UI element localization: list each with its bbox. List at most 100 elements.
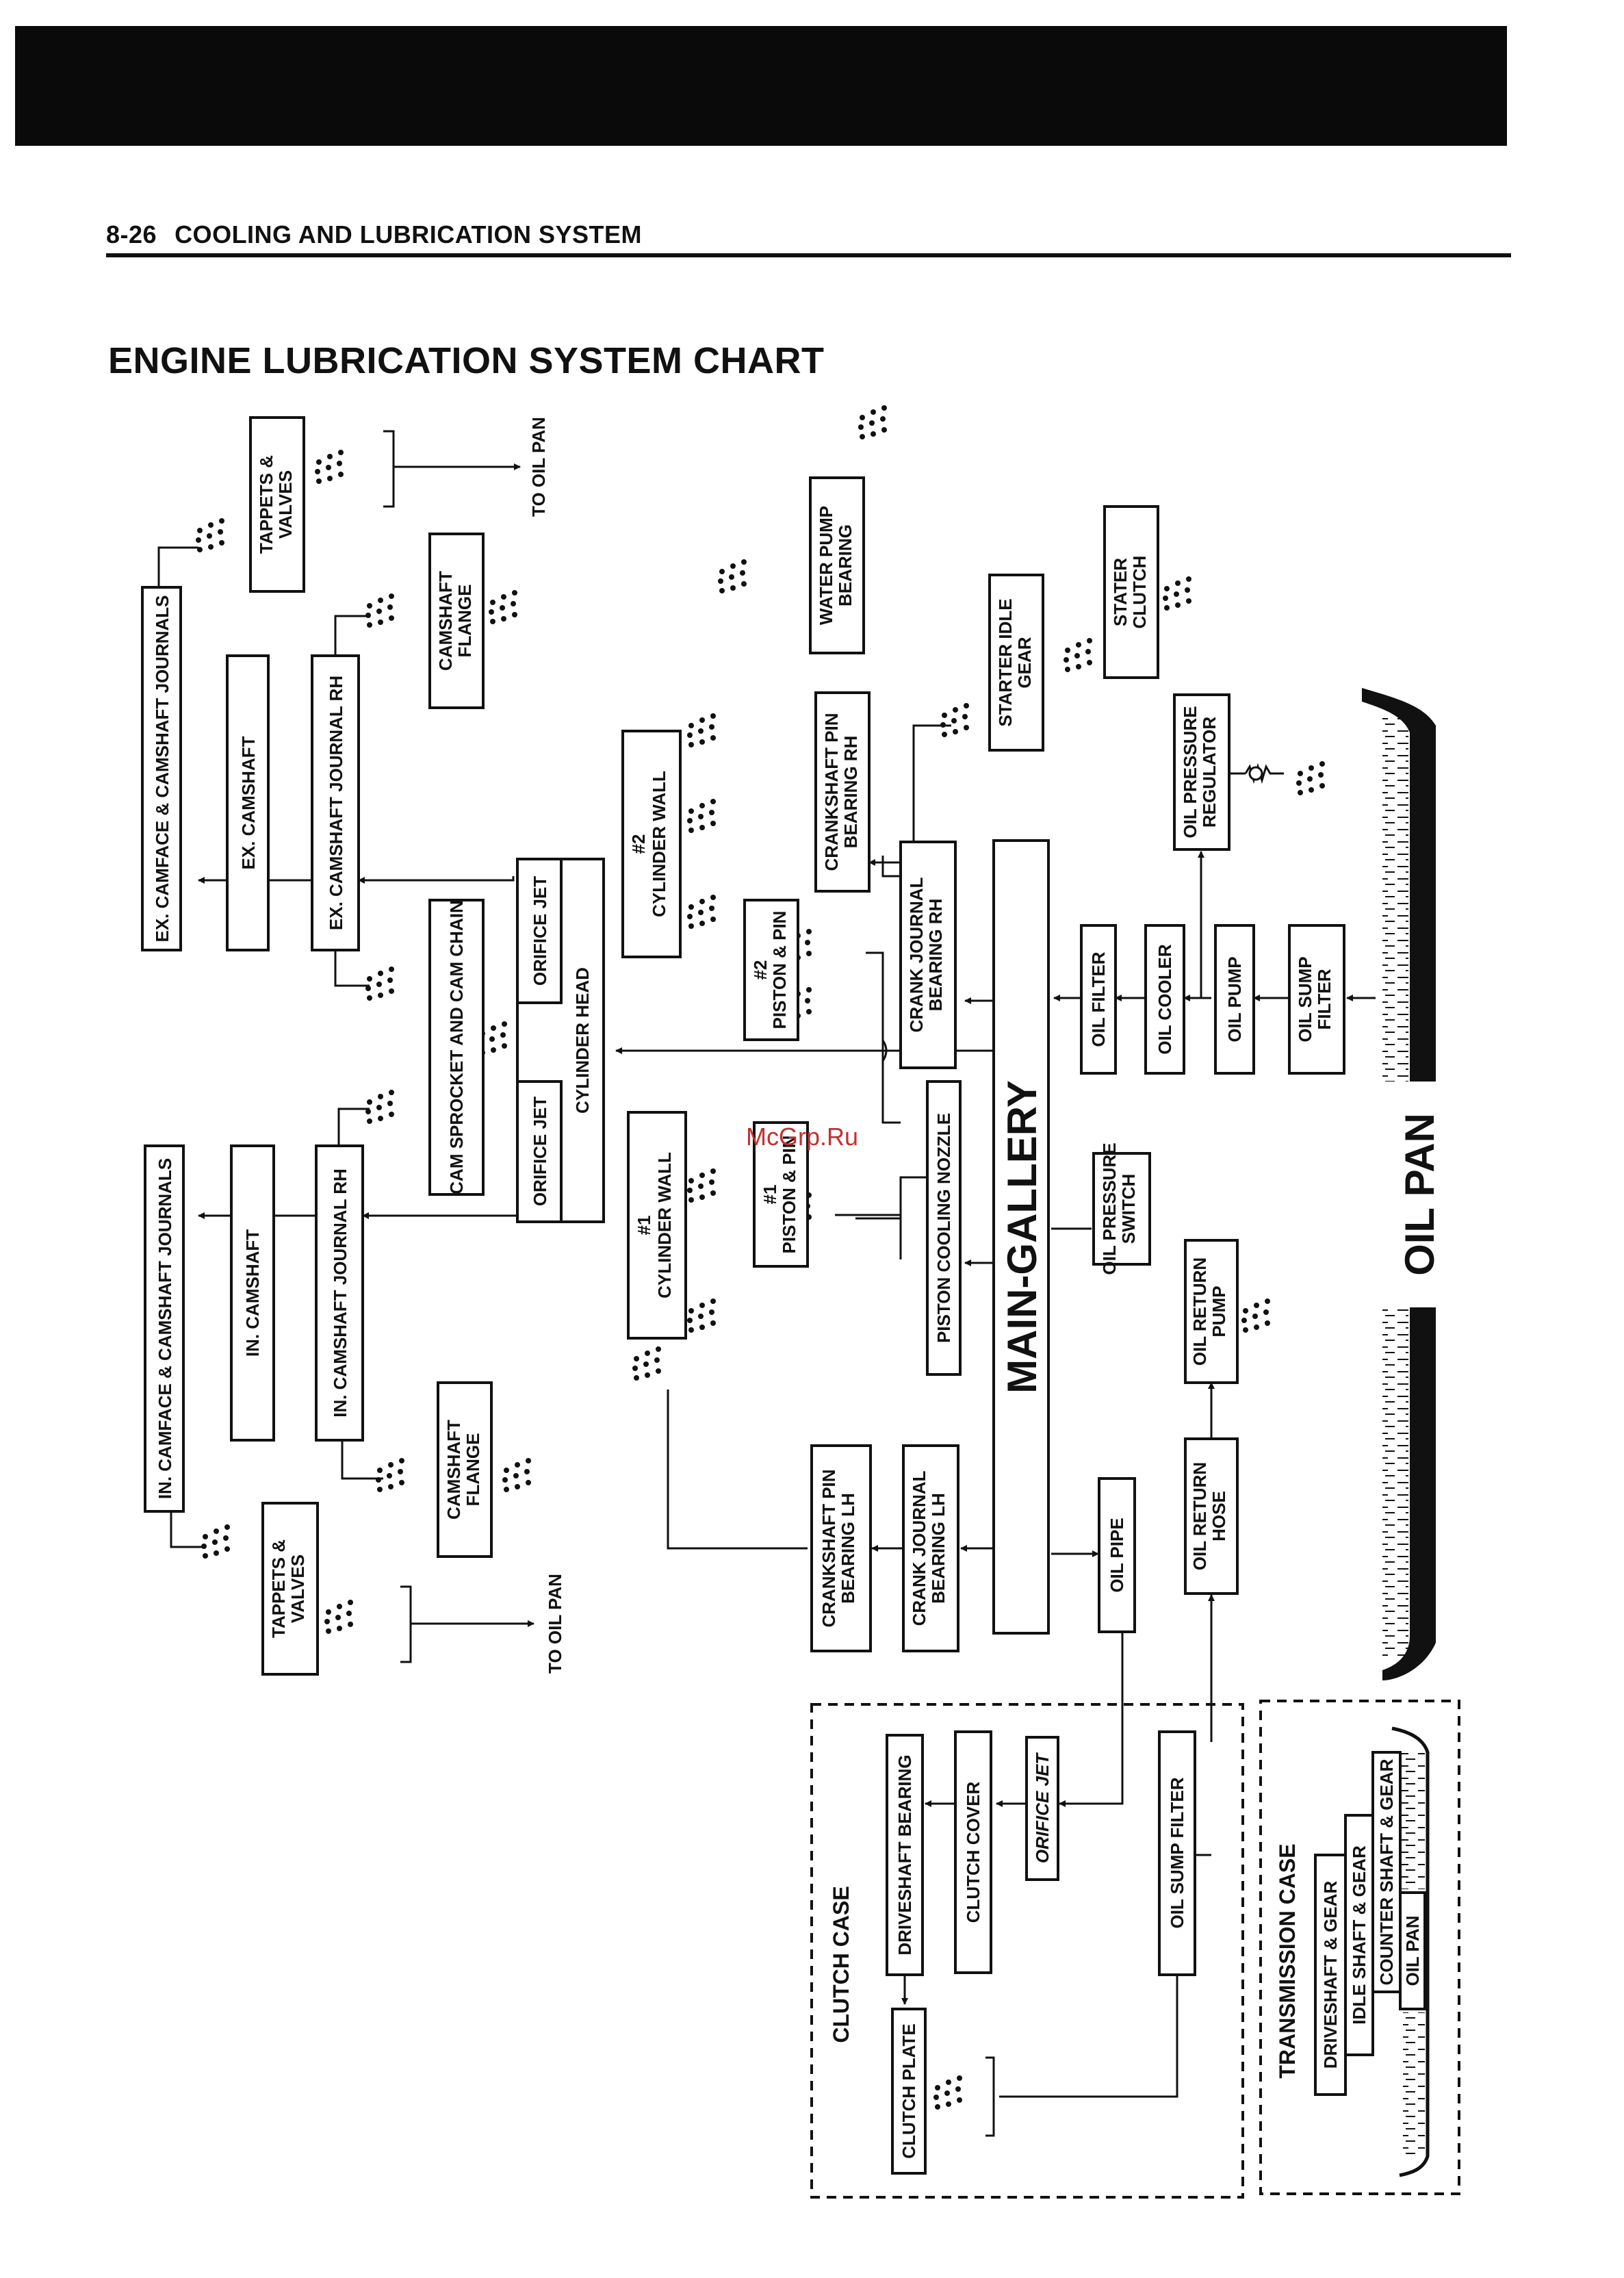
svg-text:EX. CAMFACE & CAMSHAFT JOURNAL: EX. CAMFACE & CAMSHAFT JOURNALS [152, 595, 172, 942]
box-oil-pump: OIL PUMP [1214, 924, 1255, 1075]
svg-text:CRANKSHAFT PIN: CRANKSHAFT PIN [819, 1469, 839, 1627]
svg-text:#1: #1 [634, 1216, 654, 1236]
svg-text:CAMSHAFT: CAMSHAFT [443, 1420, 464, 1520]
svg-text:CRANK JOURNAL: CRANK JOURNAL [906, 877, 927, 1032]
svg-text:SWITCH: SWITCH [1118, 1174, 1139, 1244]
svg-text:STATER: STATER [1110, 558, 1131, 626]
transmission-case-area: TRANSMISSION CASE [1259, 1700, 1460, 2195]
svg-text:TAPPETS &: TAPPETS & [268, 1539, 289, 1638]
svg-text:ORIFICE JET: ORIFICE JET [530, 1097, 550, 1206]
box-crankshaft-pin-rh: CRANKSHAFT PIN BEARING RH [814, 691, 871, 893]
svg-text:PISTON & PIN: PISTON & PIN [779, 1136, 799, 1254]
box-cylinder-wall-1: #1 CYLINDER WALL [627, 1111, 687, 1340]
svg-text:COUNTER SHAFT & GEAR: COUNTER SHAFT & GEAR [1376, 1758, 1397, 1985]
box-piston-pin-1: #1 PISTON & PIN [753, 1121, 809, 1268]
svg-text:IN. CAMSHAFT: IN. CAMSHAFT [242, 1229, 263, 1357]
box-tappets-valves-bottom: TAPPETS & VALVES [261, 1502, 319, 1676]
svg-text:#2: #2 [628, 834, 649, 854]
svg-text:EX. CAMSHAFT: EX. CAMSHAFT [238, 736, 259, 869]
page-header: 8-26 COOLING AND LUBRICATION SYSTEM [106, 220, 642, 249]
svg-text:MAIN-GALLERY: MAIN-GALLERY [999, 1080, 1045, 1394]
box-in-camshaft: IN. CAMSHAFT [230, 1144, 275, 1442]
svg-text:BEARING RH: BEARING RH [925, 899, 946, 1012]
svg-text:CYLINDER WALL: CYLINDER WALL [649, 771, 669, 917]
to-oil-pan-top-label: TO OIL PAN [528, 417, 549, 517]
box-oil-sump-filter-clutch: OIL SUMP FILTER [1158, 1730, 1196, 1976]
svg-text:CLUTCH COVER: CLUTCH COVER [963, 1782, 983, 1923]
svg-text:DRIVESHAFT & GEAR: DRIVESHAFT & GEAR [1320, 1881, 1341, 2069]
svg-text:WATER PUMP: WATER PUMP [816, 506, 836, 625]
box-in-camface-journals: IN. CAMFACE & CAMSHAFT JOURNALS [144, 1144, 185, 1513]
box-tappets-valves-top: TAPPETS & VALVES [249, 416, 305, 593]
section-title: COOLING AND LUBRICATION SYSTEM [175, 220, 643, 248]
page-number: 8-26 [106, 220, 157, 248]
box-crank-journal-rh: CRANK JOURNAL BEARING RH [899, 841, 957, 1069]
header-rule [106, 253, 1511, 257]
box-piston-cooling-nozzle: PISTON COOLING NOZZLE [926, 1080, 962, 1376]
svg-text:STARTER IDLE: STARTER IDLE [995, 598, 1016, 726]
svg-text:FILTER: FILTER [1314, 969, 1335, 1029]
svg-text:CAMSHAFT: CAMSHAFT [435, 571, 456, 671]
svg-text:CLUTCH PLATE: CLUTCH PLATE [899, 2023, 919, 2158]
box-ex-camshaft: EX. CAMSHAFT [226, 654, 270, 951]
svg-text:PUMP: PUMP [1209, 1285, 1229, 1337]
svg-text:CYLINDER HEAD: CYLINDER HEAD [572, 967, 593, 1114]
box-oil-sump-filter: OIL SUMP FILTER [1288, 924, 1345, 1075]
svg-text:IDLE SHAFT & GEAR: IDLE SHAFT & GEAR [1349, 1845, 1369, 2025]
svg-text:OIL PAN: OIL PAN [1402, 1915, 1423, 1986]
oil-pan-small-body [1391, 1726, 1430, 2177]
box-piston-pin-2: #2 PISTON & PIN [743, 899, 799, 1041]
svg-text:OIL PRESSURE: OIL PRESSURE [1099, 1142, 1120, 1275]
box-cylinder-head: ORIFICE JET ORIFICE JET CYLINDER HEAD [516, 858, 605, 1223]
box-driveshaft-bearing: DRIVESHAFT BEARING [886, 1734, 924, 1976]
box-ex-camface-journals: EX. CAMFACE & CAMSHAFT JOURNALS [141, 586, 182, 951]
svg-text:OIL SUMP FILTER: OIL SUMP FILTER [1167, 1777, 1187, 1928]
svg-text:BEARING LH: BEARING LH [838, 1493, 858, 1604]
box-oil-return-pump: OIL RETURN PUMP [1184, 1239, 1239, 1384]
clutch-case-area: CLUTCH CASE [810, 1703, 1244, 2199]
svg-text:BEARING LH: BEARING LH [928, 1493, 949, 1604]
box-clutch-cover: CLUTCH COVER [954, 1730, 992, 1974]
box-ex-camshaft-journal: EX. CAMSHAFT JOURNAL RH [311, 654, 360, 951]
box-cylinder-wall-2: #2 CYLINDER WALL [621, 730, 682, 958]
svg-text:CAM SPROCKET AND CAM CHAIN: CAM SPROCKET AND CAM CHAIN [446, 900, 467, 1194]
box-oil-pressure-switch: OIL PRESSURE SWITCH [1092, 1142, 1151, 1275]
box-orifice-jet-clutch: ORIFICE JET [1025, 1736, 1059, 1881]
svg-text:IN. CAMSHAFT JOURNAL RH: IN. CAMSHAFT JOURNAL RH [330, 1168, 350, 1418]
main-gallery: MAIN-GALLERY [992, 839, 1050, 1635]
svg-text:OIL RETURN: OIL RETURN [1189, 1257, 1210, 1366]
svg-text:CRANKSHAFT PIN: CRANKSHAFT PIN [821, 713, 842, 871]
box-crankshaft-pin-lh: CRANKSHAFT PIN BEARING LH [810, 1444, 872, 1652]
oil-pressure-regulator-valve [1248, 766, 1263, 781]
svg-text:EX. CAMSHAFT JOURNAL RH: EX. CAMSHAFT JOURNAL RH [326, 676, 346, 930]
svg-text:TAPPETS &: TAPPETS & [256, 455, 276, 554]
box-starter-idle-gear: STARTER IDLE GEAR [988, 574, 1044, 752]
oil-pan-large: OIL PAN [1362, 688, 1454, 1680]
svg-text:FLANGE: FLANGE [463, 1433, 483, 1507]
svg-text:HOSE: HOSE [1209, 1491, 1229, 1541]
svg-text:PISTON & PIN: PISTON & PIN [769, 911, 790, 1029]
svg-text:#1: #1 [760, 1185, 780, 1205]
svg-text:ORIFICE JET: ORIFICE JET [530, 876, 550, 986]
box-oil-pipe: OIL PIPE [1098, 1477, 1136, 1633]
svg-text:OIL PAN: OIL PAN [1397, 1113, 1443, 1276]
svg-text:#2: #2 [750, 960, 771, 980]
svg-text:OIL COOLER: OIL COOLER [1155, 944, 1175, 1055]
svg-text:PISTON COOLING NOZZLE: PISTON COOLING NOZZLE [933, 1113, 954, 1343]
box-clutch-plate: CLUTCH PLATE [891, 2008, 927, 2175]
box-water-pump-bearing: WATER PUMP BEARING [809, 476, 865, 654]
svg-text:CLUTCH CASE: CLUTCH CASE [829, 1886, 853, 2043]
svg-text:IN. CAMFACE & CAMSHAFT JOURNAL: IN. CAMFACE & CAMSHAFT JOURNALS [155, 1158, 175, 1499]
box-oil-filter: OIL FILTER [1080, 924, 1117, 1075]
box-stater-clutch: STATER CLUTCH [1103, 505, 1159, 679]
svg-text:REGULATOR: REGULATOR [1199, 717, 1220, 828]
box-camshaft-flange-bottom: CAMSHAFT FLANGE [437, 1381, 493, 1558]
svg-text:VALVES: VALVES [275, 470, 296, 539]
svg-text:OIL PUMP: OIL PUMP [1224, 956, 1245, 1042]
box-oil-pressure-regulator: OIL PRESSURE REGULATOR [1173, 693, 1230, 851]
svg-text:CRANK JOURNAL: CRANK JOURNAL [909, 1470, 929, 1626]
box-oil-return-hose: OIL RETURN HOSE [1184, 1437, 1239, 1595]
page-title: ENGINE LUBRICATION SYSTEM CHART [108, 340, 825, 381]
svg-text:BEARING: BEARING [835, 524, 855, 606]
